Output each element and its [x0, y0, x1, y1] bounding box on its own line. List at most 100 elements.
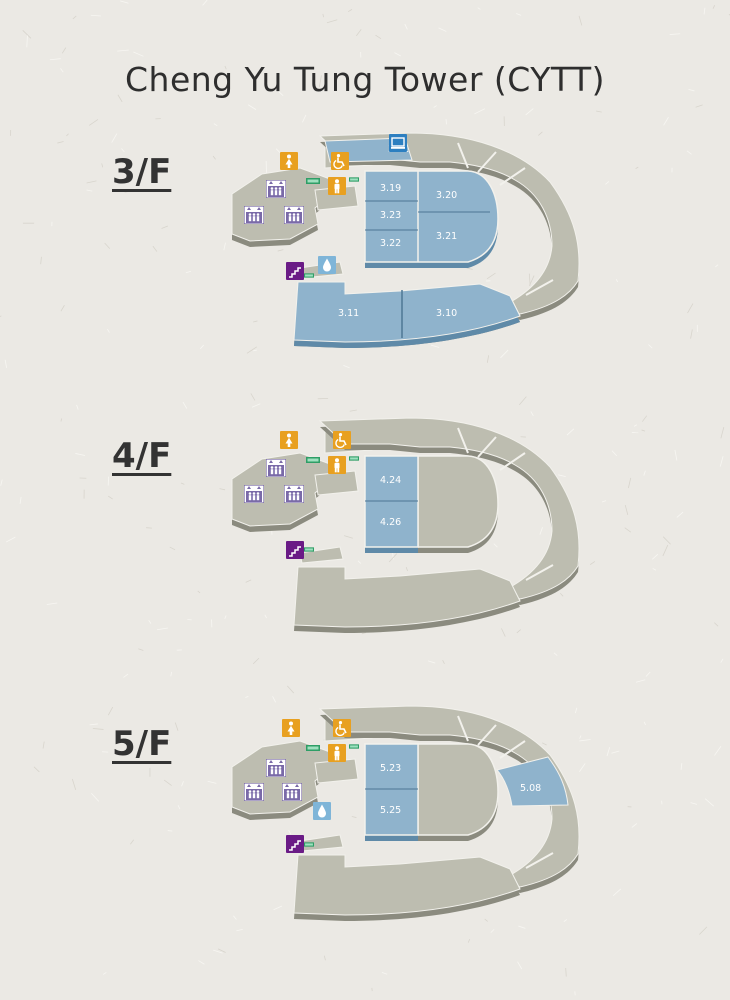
paper-fibre	[72, 15, 77, 20]
paper-fibre	[466, 267, 473, 270]
paper-fibre	[438, 27, 447, 32]
stairs-icon	[286, 835, 304, 853]
paper-fibre	[275, 148, 281, 154]
paper-fibre	[213, 949, 223, 954]
paper-fibre	[606, 747, 611, 757]
paper-fibre	[5, 536, 16, 543]
paper-fibre	[199, 344, 204, 350]
paper-fibre	[486, 272, 496, 280]
paper-fibre	[565, 967, 567, 977]
paper-fibre	[75, 453, 86, 456]
paper-fibre	[86, 180, 97, 184]
room-label: 3.20	[436, 190, 457, 201]
room-label: 5.23	[380, 763, 401, 774]
paper-fibre	[500, 349, 509, 359]
paper-fibre	[277, 90, 284, 96]
paper-fibre	[652, 568, 657, 571]
paper-fibre	[643, 470, 646, 476]
paper-fibre	[355, 29, 362, 37]
paper-fibre	[0, 315, 2, 318]
paper-fibre	[323, 955, 326, 961]
paper-fibre	[46, 602, 58, 605]
paper-fibre	[539, 527, 543, 535]
room-label: 5.08	[520, 783, 541, 794]
room-label: 3.19	[380, 183, 401, 194]
paper-fibre	[612, 888, 622, 897]
paper-fibre	[357, 560, 362, 564]
paper-fibre	[60, 305, 65, 312]
lift-icon	[266, 459, 286, 477]
paper-fibre	[60, 418, 63, 422]
paper-fibre	[477, 7, 481, 10]
paper-fibre	[245, 579, 252, 583]
paper-fibre	[253, 349, 257, 352]
paper-fibre	[579, 739, 591, 742]
paper-fibre	[394, 52, 401, 57]
paper-fibre	[596, 110, 602, 113]
paper-fibre	[138, 648, 144, 651]
paper-fibre	[180, 482, 185, 485]
paper-fibre	[703, 7, 706, 15]
paper-fibre	[123, 673, 129, 678]
accessible-toilet-icon	[331, 152, 349, 170]
paper-fibre	[433, 105, 437, 108]
paper-fibre	[90, 14, 101, 17]
paper-fibre	[690, 329, 693, 339]
paper-fibre	[728, 13, 730, 16]
male-toilet-icon	[328, 744, 346, 762]
paper-fibre	[559, 592, 564, 597]
water-dispenser-icon	[318, 256, 336, 274]
paper-fibre	[687, 303, 694, 314]
paper-fibre	[652, 553, 659, 560]
paper-fibre	[181, 781, 184, 787]
paper-fibre	[343, 364, 350, 369]
paper-fibre	[213, 123, 218, 127]
paper-fibre	[343, 535, 353, 539]
paper-fibre	[566, 428, 575, 436]
paper-fibre	[91, 792, 100, 802]
paper-fibre	[88, 119, 99, 126]
paper-fibre	[60, 68, 64, 73]
floor-label-5f: 5/F	[112, 724, 172, 764]
female-toilet-icon	[280, 431, 298, 449]
paper-fibre	[669, 33, 681, 35]
paper-fibre	[628, 477, 632, 489]
paper-fibre	[219, 488, 226, 491]
paper-fibre	[553, 652, 558, 656]
male-toilet-icon	[328, 177, 346, 195]
female-toilet-icon	[280, 152, 298, 170]
room-label: 3.21	[436, 231, 457, 242]
paper-fibre	[688, 88, 695, 92]
paper-fibre	[490, 929, 495, 933]
paper-fibre	[19, 496, 22, 504]
paper-fibre	[182, 401, 188, 409]
paper-fibre	[76, 404, 79, 410]
exit-sign-icon	[304, 273, 314, 278]
bottom-band	[293, 854, 521, 922]
paper-fibre	[589, 561, 596, 565]
lift-icon	[244, 783, 264, 801]
room-5-08[interactable]	[496, 756, 569, 807]
paper-fibre	[49, 58, 61, 61]
accessible-toilet-icon	[333, 719, 351, 737]
paper-fibre	[202, 0, 208, 6]
paper-fibre	[501, 628, 506, 637]
exit-sign-icon	[349, 177, 359, 182]
paper-fibre	[322, 13, 324, 18]
paper-fibre	[404, 23, 408, 30]
paper-fibre	[720, 427, 725, 439]
exit-sign-icon	[306, 178, 320, 184]
paper-fibre	[713, 622, 719, 627]
room-label: 4.24	[380, 475, 401, 486]
paper-fibre	[695, 104, 703, 108]
paper-fibre	[641, 415, 648, 422]
paper-fibre	[161, 225, 169, 229]
bottom-rooms	[293, 281, 521, 348]
paper-fibre	[152, 245, 158, 252]
paper-fibre	[690, 802, 698, 805]
paper-fibre	[714, 746, 722, 756]
exit-sign-icon	[349, 456, 359, 461]
stairs-icon	[286, 541, 304, 559]
paper-fibre	[405, 566, 408, 572]
